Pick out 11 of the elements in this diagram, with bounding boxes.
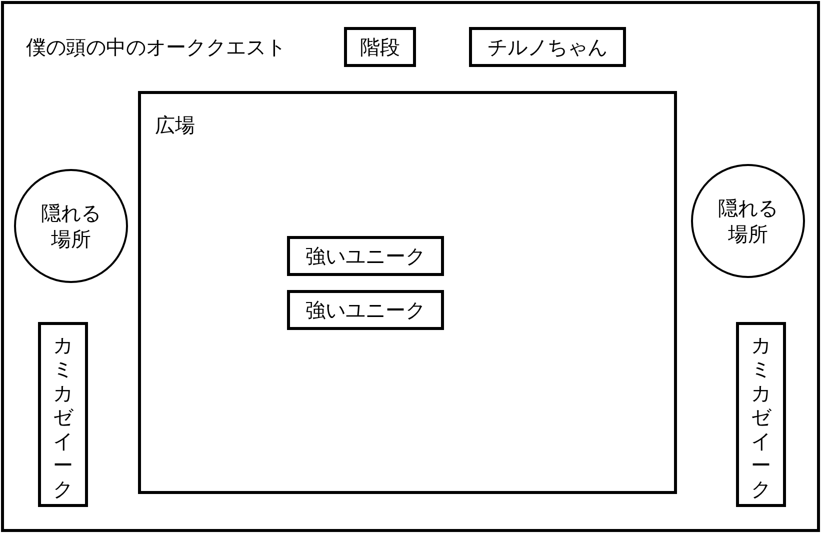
label-box: 強いユニーク xyxy=(287,290,444,330)
circle: 隠れる場所 xyxy=(691,164,805,278)
label-box: 強いユニーク xyxy=(287,236,444,276)
label-box: チルノちゃん xyxy=(469,27,626,67)
vertical-label-box: カミカゼイーク xyxy=(38,322,88,507)
label-box: 階段 xyxy=(344,27,416,67)
area-heading: 広場 xyxy=(155,112,195,138)
title: 僕の頭の中のオーククエスト xyxy=(26,34,286,61)
circle: 隠れる場所 xyxy=(14,169,128,283)
area-box xyxy=(138,91,677,494)
vertical-label-box: カミカゼイーク xyxy=(736,322,786,507)
